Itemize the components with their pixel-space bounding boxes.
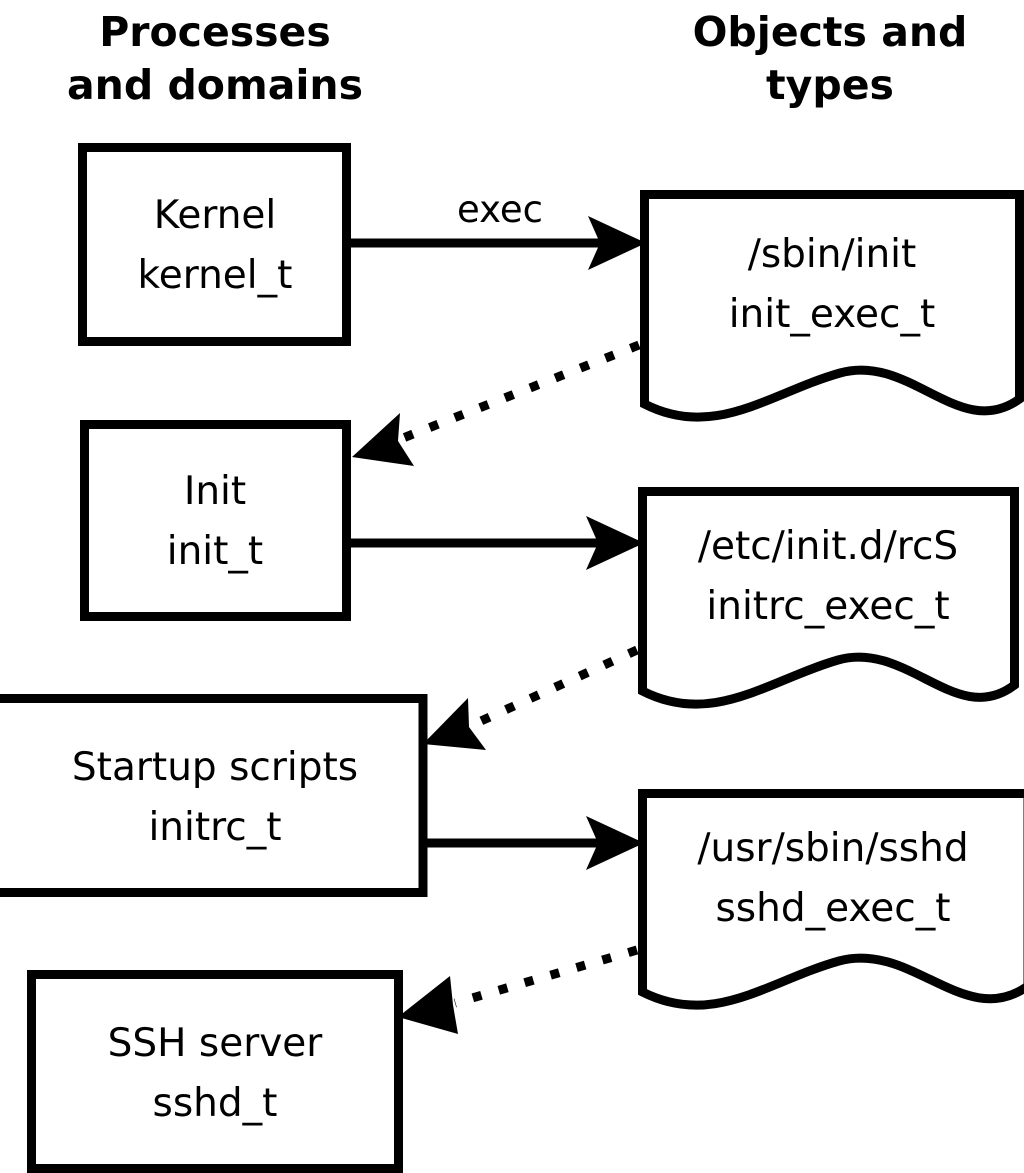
node-usr-sbin-sshd-document[interactable] (638, 789, 1024, 1010)
left-column-header: Processes and domains (67, 8, 363, 109)
node-init[interactable]: Init init_t (80, 420, 351, 621)
edge-rcs-to-startup-scripts-line[interactable] (468, 645, 639, 731)
node-sbin-init-document[interactable] (640, 190, 1024, 422)
edge-startup-scripts-to-sshd[interactable] (421, 816, 644, 870)
edge-sbin-init-to-init[interactable] (352, 340, 641, 466)
node-etc-initd-rcs-document[interactable] (638, 487, 1019, 709)
node-sbin-init-line1: /sbin/init (748, 232, 917, 277)
node-etc-initd-rcs[interactable]: /etc/init.d/rcS initrc_exec_t (638, 487, 1019, 709)
node-startup-scripts-line2: initrc_t (148, 805, 281, 850)
node-kernel[interactable]: Kernel kernel_t (78, 143, 351, 346)
edge-rcs-to-startup-scripts-arrowhead (423, 698, 486, 750)
node-sbin-init-line2: init_exec_t (729, 292, 936, 337)
node-init-line2: init_t (167, 529, 263, 574)
node-init-line1: Init (184, 469, 246, 514)
node-ssh-server-line2: sshd_t (153, 1081, 278, 1126)
right-column-header-line2: types (766, 61, 894, 109)
edge-sbin-init-to-init-line[interactable] (396, 340, 641, 445)
node-init-box[interactable] (80, 420, 351, 621)
node-etc-initd-rcs-line1: /etc/init.d/rcS (698, 524, 958, 569)
node-ssh-server[interactable]: SSH server sshd_t (27, 970, 403, 1173)
node-kernel-box[interactable] (78, 143, 351, 346)
left-column-header-line2: and domains (67, 61, 363, 109)
node-kernel-line2: kernel_t (138, 253, 293, 298)
node-startup-scripts-box[interactable] (0, 694, 428, 897)
left-column-header-line1: Processes (99, 8, 331, 56)
edge-kernel-to-sbin-init[interactable]: exec (346, 188, 646, 270)
node-usr-sbin-sshd[interactable]: /usr/sbin/sshd sshd_exec_t (638, 789, 1024, 1010)
right-column-header: Objects and types (693, 8, 968, 109)
node-kernel-line1: Kernel (154, 193, 277, 238)
node-etc-initd-rcs-line2: initrc_exec_t (706, 584, 949, 629)
right-column-header-line1: Objects and (693, 8, 968, 56)
edge-kernel-to-sbin-init-arrowhead (588, 216, 646, 270)
node-startup-scripts[interactable]: Startup scripts initrc_t (0, 694, 428, 897)
node-ssh-server-line1: SSH server (108, 1021, 324, 1066)
node-usr-sbin-sshd-line2: sshd_exec_t (715, 886, 950, 931)
edge-sshd-to-ssh-server-line[interactable] (453, 945, 639, 1008)
edge-sbin-init-to-init-arrowhead (352, 413, 414, 466)
edge-sshd-to-ssh-server[interactable] (398, 945, 639, 1034)
node-ssh-server-box[interactable] (27, 970, 403, 1173)
node-usr-sbin-sshd-line1: /usr/sbin/sshd (697, 826, 968, 871)
edge-label-exec: exec (457, 188, 543, 231)
edge-sshd-to-ssh-server-arrowhead (398, 976, 458, 1034)
edge-rcs-to-startup-scripts[interactable] (423, 645, 639, 750)
edge-init-to-rcs[interactable] (344, 516, 644, 570)
edge-startup-scripts-to-sshd-arrowhead (586, 816, 644, 870)
node-sbin-init[interactable]: /sbin/init init_exec_t (640, 190, 1024, 422)
edge-init-to-rcs-arrowhead (586, 516, 644, 570)
node-startup-scripts-line1: Startup scripts (72, 745, 358, 790)
